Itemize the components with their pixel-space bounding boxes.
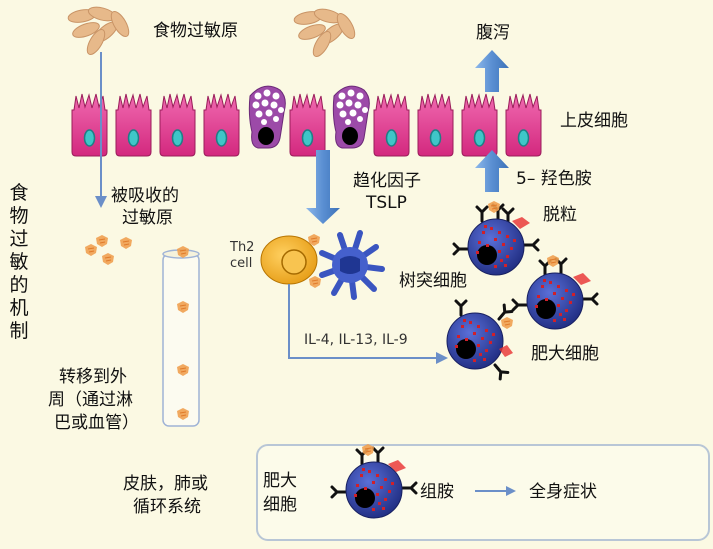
tslp-label: TSLP <box>366 193 407 213</box>
degranulation-label: 脱粒 <box>543 205 577 225</box>
histamine-label: 组胺 <box>420 482 454 502</box>
transfer-label-line3: 巴或血管） <box>54 413 139 433</box>
histamine-arrow <box>475 486 516 496</box>
th2-label-line2: cell <box>230 256 253 271</box>
mast-cell-label: 肥大细胞 <box>531 344 599 364</box>
epithelial-cells-label: 上皮细胞 <box>560 111 628 131</box>
interleukins-label: IL-4, IL-13, IL-9 <box>304 332 408 348</box>
mast-cell-lower-icon <box>446 299 514 381</box>
diarrhea-label: 腹泻 <box>476 23 510 43</box>
vessel-tube-icon <box>162 245 200 427</box>
interleukin-arrow <box>288 284 448 364</box>
absorbed-allergen-label-line1: 被吸收的 <box>111 186 179 206</box>
serotonin-label: 5– 羟色胺 <box>516 169 592 189</box>
absorption-arrow <box>95 52 107 208</box>
transfer-label-line1: 转移到外 <box>59 367 127 387</box>
diagram-title: 食物过敏的机制 <box>9 182 29 342</box>
diarrhea-arrow <box>475 50 509 92</box>
mast-cell-degranulating-icon <box>452 200 540 276</box>
panel-mast-cell-line1: 肥大 <box>263 471 297 491</box>
transfer-label-line2: 周（通过淋 <box>48 390 133 410</box>
tslp-arrow <box>306 150 340 224</box>
th2-cell-icon <box>260 233 322 289</box>
dendritic-cell-label: 树突细胞 <box>399 271 467 291</box>
serotonin-arrow <box>475 150 509 192</box>
mast-cell-systemic-icon <box>330 443 418 519</box>
th2-label-line1: Th2 <box>230 240 255 255</box>
food-allergen-label: 食物过敏原 <box>153 21 238 41</box>
systemic-effects-panel <box>256 444 710 541</box>
panel-mast-cell-line2: 细胞 <box>263 495 297 515</box>
absorbed-allergen-label-line2: 过敏原 <box>122 208 173 228</box>
mast-cell-icon <box>511 254 599 330</box>
location-label-line2: 循环系统 <box>133 497 201 517</box>
chemokine-label: 趋化因子 <box>353 171 421 191</box>
systemic-symptoms-label: 全身症状 <box>529 482 597 502</box>
dendritic-cell-icon <box>319 230 385 300</box>
location-label-line1: 皮肤，肺或 <box>123 474 208 494</box>
